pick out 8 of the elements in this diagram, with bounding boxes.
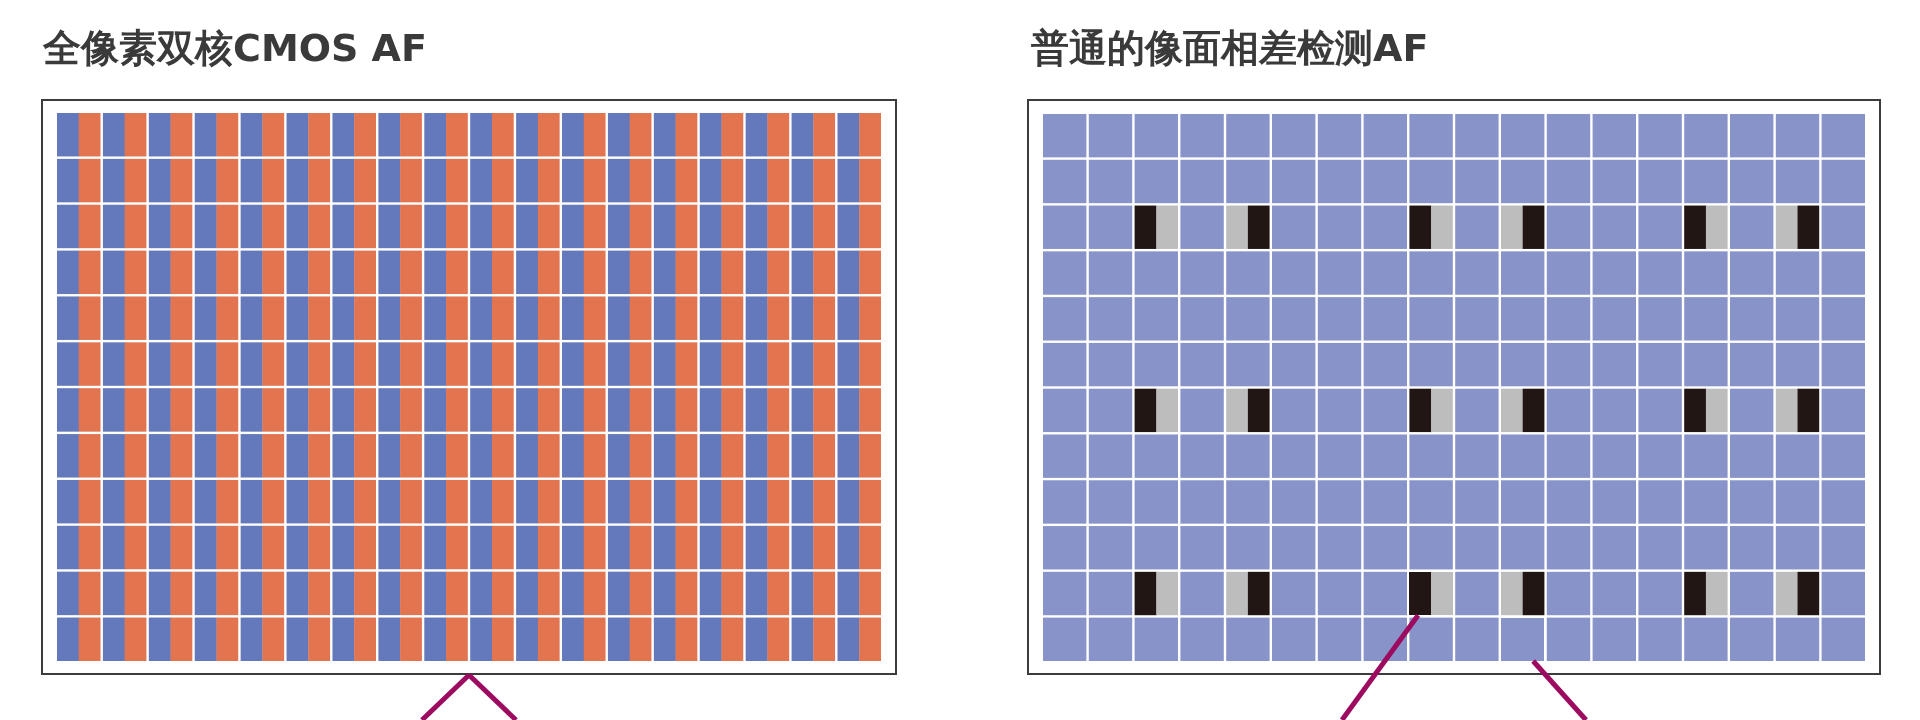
- panel-title: 全像素双核CMOS AF: [43, 25, 427, 72]
- leader-line: [1339, 613, 1421, 720]
- pixel: [1501, 617, 1545, 661]
- leader-line: [420, 673, 471, 720]
- leader-line: [467, 673, 518, 720]
- half-masked-pixel: [1409, 571, 1453, 616]
- leader-line: [1531, 659, 1588, 720]
- panel-title: 普通的像面相差检测AF: [1031, 25, 1429, 72]
